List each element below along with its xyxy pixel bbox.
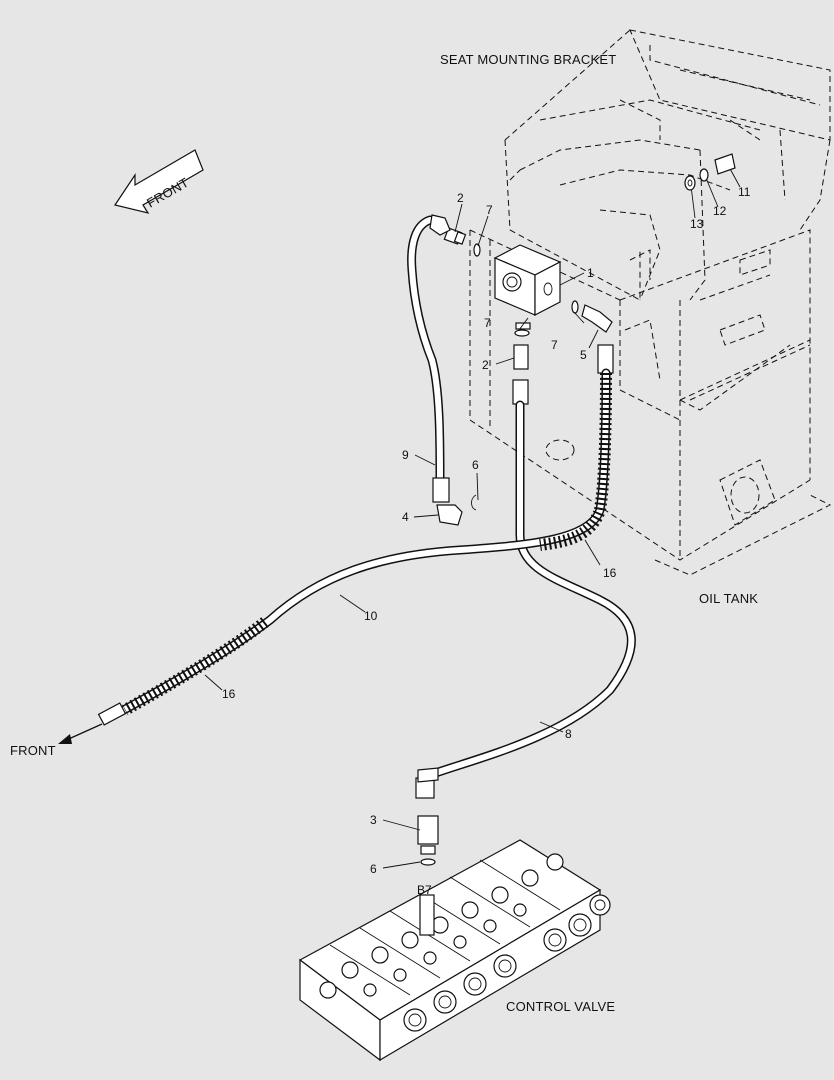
caption-seat-mounting-bracket: SEAT MOUNTING BRACKET [440,52,616,67]
callout-3: 3 [370,813,377,827]
callout-numbers: 1 2 7 7 7 2 5 9 6 4 16 10 16 8 3 6 11 12… [222,185,751,876]
callout-7-top: 7 [486,203,493,217]
callout-11: 11 [738,185,751,199]
fitting-group-top [443,227,614,405]
callout-16-left: 16 [222,687,236,701]
o-ring-6 [471,494,477,511]
protective-sleeve-lower [122,617,269,716]
front-label: FRONT [10,743,56,758]
front-direction-arrow: FRONT [114,149,204,214]
callout-7-right: 7 [551,338,558,352]
callout-2-mid: 2 [482,358,489,372]
valve-ports [341,853,564,997]
valve-end-port [319,981,337,999]
valve-spools [403,894,611,1032]
port-b7-label: B7 [417,883,432,897]
caption-control-valve: CONTROL VALVE [506,999,615,1014]
control-valve: B7 [298,839,611,1062]
callout-2-top: 2 [457,191,464,205]
callout-8: 8 [565,727,572,741]
hose-10 [97,368,612,726]
callout-16-right: 16 [603,566,617,580]
callout-6-bottom: 6 [370,862,377,876]
callout-6-top: 6 [472,458,479,472]
front-arrow-bottom: FRONT [10,723,103,758]
callout-13: 13 [690,217,704,231]
bolt-and-washers [684,153,736,191]
valve-block [493,244,562,316]
callout-4: 4 [402,510,409,524]
callout-10: 10 [364,609,378,623]
hose-9 [407,214,463,526]
seat-mounting-bracket [504,29,831,301]
callout-1: 1 [587,266,594,280]
hose-8 [415,400,636,866]
callout-5: 5 [580,348,587,362]
callout-7-mid: 7 [484,316,491,330]
protective-sleeve-upper [539,372,612,551]
callout-9: 9 [402,448,409,462]
callout-12: 12 [713,204,727,218]
caption-oil-tank: OIL TANK [699,591,758,606]
port-b7-fitting [419,894,435,936]
